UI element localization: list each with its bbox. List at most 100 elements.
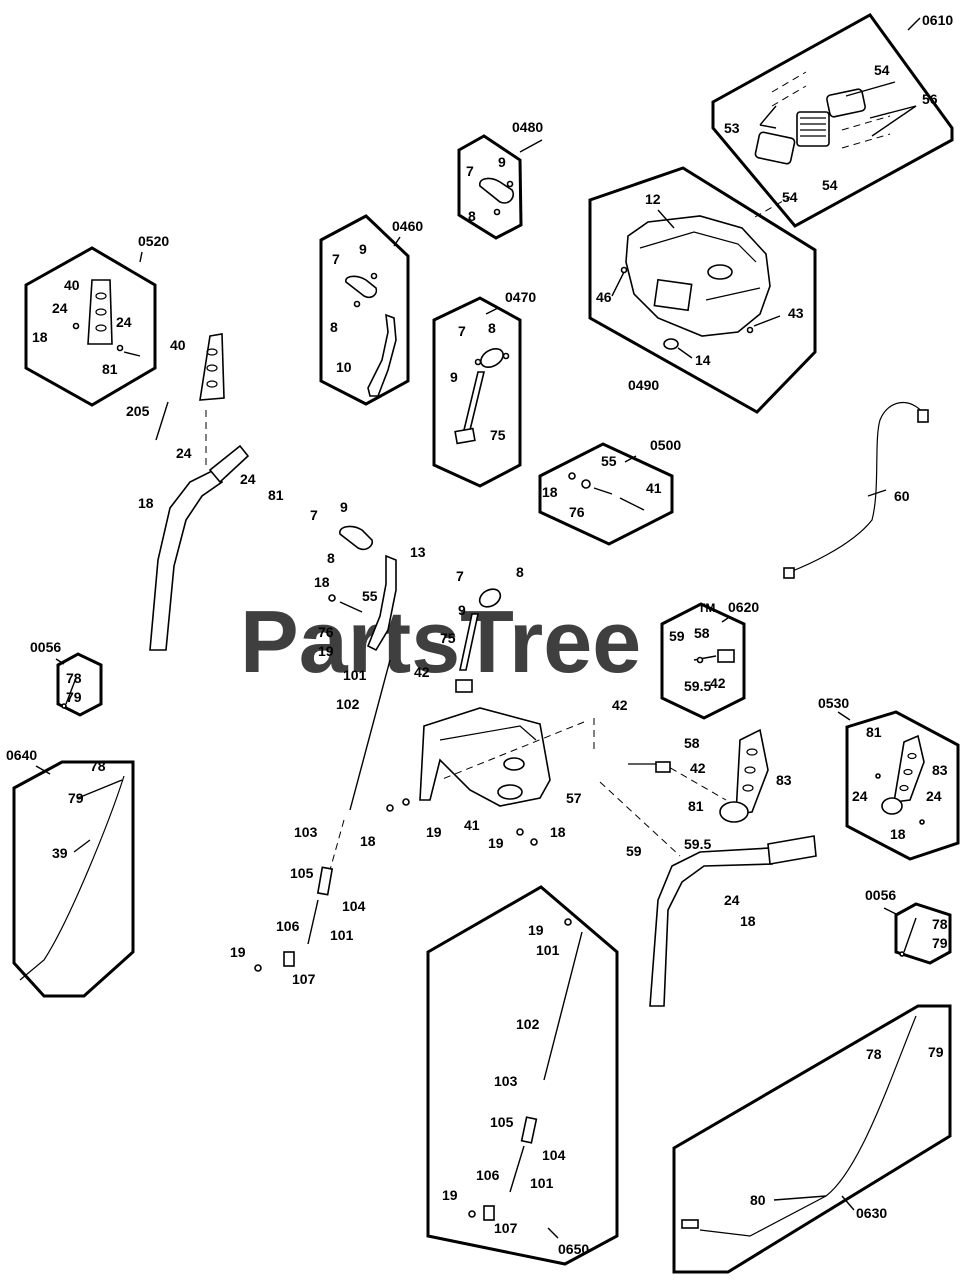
- svg-text:41: 41: [464, 817, 480, 833]
- svg-text:205: 205: [126, 403, 150, 419]
- svg-text:9: 9: [458, 602, 466, 618]
- svg-text:24: 24: [724, 892, 740, 908]
- kit-0470-parts: [454, 348, 510, 445]
- wire-harness: [783, 401, 929, 579]
- svg-text:58: 58: [694, 625, 710, 641]
- svg-text:102: 102: [336, 696, 360, 712]
- svg-text:24: 24: [52, 300, 68, 316]
- svg-text:78: 78: [66, 670, 82, 686]
- svg-text:8: 8: [327, 550, 335, 566]
- svg-text:42: 42: [690, 760, 706, 776]
- kit-0530-parts: [875, 734, 925, 825]
- svg-text:18: 18: [550, 824, 566, 840]
- kit-0056-parts: [61, 677, 917, 957]
- svg-text:57: 57: [566, 790, 582, 806]
- svg-text:7: 7: [310, 507, 318, 523]
- svg-text:81: 81: [688, 798, 704, 814]
- svg-text:42: 42: [710, 675, 726, 691]
- svg-text:24: 24: [926, 788, 942, 804]
- svg-text:46: 46: [596, 289, 612, 305]
- svg-text:0640: 0640: [6, 747, 37, 763]
- svg-text:78: 78: [90, 758, 106, 774]
- svg-text:14: 14: [695, 352, 711, 368]
- svg-text:7: 7: [456, 568, 464, 584]
- svg-text:0480: 0480: [512, 119, 543, 135]
- svg-text:18: 18: [314, 574, 330, 590]
- callout-labels: 54 53 56 54 54 12 9 7 8 46 43 14 9 7 8 1…: [32, 62, 948, 1236]
- svg-text:24: 24: [852, 788, 868, 804]
- kit-0610-parts: [754, 71, 891, 218]
- kit-0650-parts: [468, 918, 583, 1221]
- center-shift-assembly: [254, 525, 595, 972]
- svg-text:19: 19: [528, 922, 544, 938]
- svg-text:79: 79: [932, 935, 948, 951]
- svg-text:0610: 0610: [922, 12, 953, 28]
- svg-text:9: 9: [340, 499, 348, 515]
- svg-text:83: 83: [776, 772, 792, 788]
- svg-text:54: 54: [822, 177, 838, 193]
- svg-text:19: 19: [230, 944, 246, 960]
- svg-text:19: 19: [488, 835, 504, 851]
- svg-text:8: 8: [468, 208, 476, 224]
- svg-text:80: 80: [750, 1192, 766, 1208]
- svg-text:18: 18: [32, 329, 48, 345]
- svg-text:75: 75: [440, 630, 456, 646]
- svg-text:24: 24: [176, 445, 192, 461]
- svg-text:76: 76: [569, 504, 585, 520]
- kit-0490-frame: [588, 166, 817, 414]
- svg-text:12: 12: [645, 191, 661, 207]
- kit-0620-parts: [693, 649, 735, 664]
- svg-text:59: 59: [626, 843, 642, 859]
- svg-text:78: 78: [866, 1046, 882, 1062]
- svg-text:0490: 0490: [628, 377, 659, 393]
- svg-text:56: 56: [922, 91, 938, 107]
- svg-text:42: 42: [414, 664, 430, 680]
- svg-text:81: 81: [866, 724, 882, 740]
- svg-text:0056: 0056: [30, 639, 61, 655]
- svg-text:81: 81: [102, 361, 118, 377]
- svg-text:83: 83: [932, 762, 948, 778]
- svg-text:104: 104: [542, 1147, 566, 1163]
- svg-text:0620: 0620: [728, 599, 759, 615]
- kit-0056-left-frame: [56, 652, 103, 717]
- svg-text:41: 41: [646, 480, 662, 496]
- svg-text:18: 18: [138, 495, 154, 511]
- svg-text:104: 104: [342, 898, 366, 914]
- svg-text:101: 101: [530, 1175, 554, 1191]
- svg-text:60: 60: [894, 488, 910, 504]
- svg-text:59.5: 59.5: [684, 678, 711, 694]
- kit-0620-frame: [660, 602, 746, 720]
- svg-text:103: 103: [494, 1073, 518, 1089]
- svg-text:18: 18: [542, 484, 558, 500]
- svg-text:101: 101: [343, 667, 367, 683]
- svg-text:106: 106: [276, 918, 300, 934]
- svg-text:43: 43: [788, 305, 804, 321]
- svg-text:78: 78: [932, 916, 948, 932]
- svg-text:55: 55: [362, 588, 378, 604]
- left-handle-assembly: [149, 333, 250, 651]
- svg-text:105: 105: [490, 1114, 514, 1130]
- svg-text:58: 58: [684, 735, 700, 751]
- svg-text:18: 18: [740, 913, 756, 929]
- svg-text:10: 10: [336, 359, 352, 375]
- svg-text:59.5: 59.5: [684, 836, 711, 852]
- leader-lines: [35, 17, 921, 1239]
- svg-text:9: 9: [359, 241, 367, 257]
- svg-text:79: 79: [66, 689, 82, 705]
- kit-0630-cable: [681, 1015, 917, 1237]
- kit-0520-parts: [72, 279, 141, 357]
- svg-text:18: 18: [890, 826, 906, 842]
- svg-text:75: 75: [490, 427, 506, 443]
- svg-text:103: 103: [294, 824, 318, 840]
- kit-0630-frame: [672, 1004, 952, 1274]
- kit-0470-frame: [432, 296, 522, 488]
- kit-0640-frame: [12, 760, 135, 998]
- svg-text:42: 42: [612, 697, 628, 713]
- svg-text:79: 79: [928, 1044, 944, 1060]
- svg-text:40: 40: [64, 277, 80, 293]
- svg-text:0056: 0056: [865, 887, 896, 903]
- svg-text:107: 107: [494, 1220, 518, 1236]
- svg-text:8: 8: [516, 564, 524, 580]
- kit-0480-frame: [457, 134, 523, 240]
